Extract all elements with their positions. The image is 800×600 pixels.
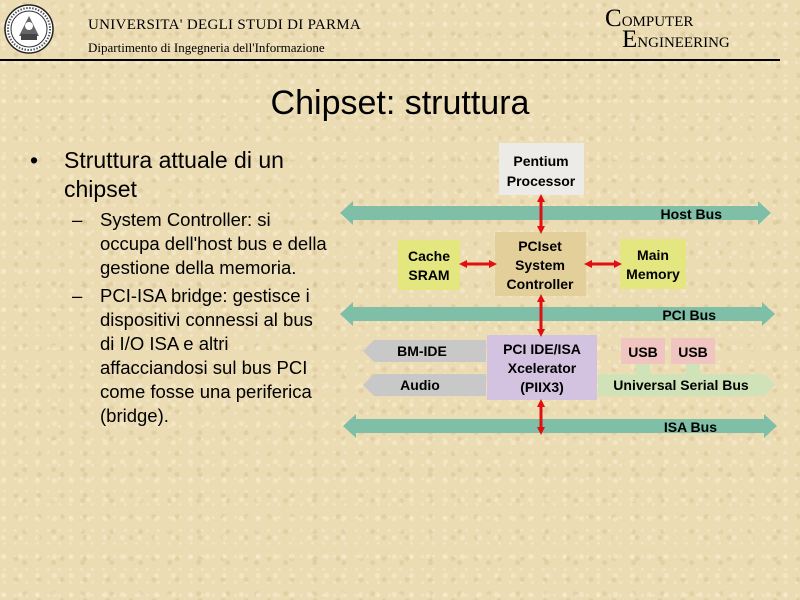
ce-rest-computer: OMPUTER (621, 14, 694, 30)
department-name: Dipartimento di Ingegneria dell'Informaz… (88, 40, 325, 55)
sub-item-pci-isa-bridge: – PCI-ISA bridge: gestisce i dispositivi… (30, 284, 330, 428)
university-name: UNIVERSITA' DEGLI STUDI DI PARMA (88, 17, 362, 33)
bullet-text: Struttura attuale di un chipset (64, 147, 284, 202)
main-memory-box (620, 239, 686, 289)
slide-title: Chipset: struttura (270, 84, 530, 122)
usb-label-2: USB (678, 344, 708, 360)
bullet-list: • Struttura attuale di un chipset – Syst… (30, 146, 330, 428)
ce-initial-e: E (622, 26, 638, 53)
pci-bus-arrow (340, 302, 775, 326)
main-memory-label-2: Memory (626, 266, 680, 282)
pentium-label-1: Pentium (513, 153, 568, 169)
usb-box-2 (671, 338, 715, 364)
usb-bus-label: Universal Serial Bus (613, 377, 749, 393)
pciset-label-3: Controller (507, 276, 574, 292)
university-seal-logo (4, 4, 54, 54)
pciset-label-2: System (515, 257, 565, 273)
usb-label-1: USB (628, 344, 658, 360)
dash-mark: – (72, 209, 83, 230)
piix-label-1: PCI IDE/ISA (503, 341, 581, 357)
piix-label-3: (PIIX3) (520, 379, 564, 395)
sub-item-text: PCI-ISA bridge: gestisce i dispositivi c… (100, 285, 313, 426)
bm-ide-arrow (363, 340, 486, 362)
cache-label-2: SRAM (408, 267, 449, 283)
computer-engineering-logo: COMPUTER ENGINEERING (605, 6, 730, 52)
pentium-box (499, 143, 584, 195)
usb-bus-arrow (598, 374, 775, 396)
pentium-label-2: Processor (507, 173, 576, 189)
ce-rest-engineering: NGINEERING (637, 35, 730, 51)
bullet-item: • Struttura attuale di un chipset (30, 146, 330, 204)
cache-label-1: Cache (408, 248, 450, 264)
pci-bus-label: PCI Bus (662, 307, 716, 323)
header-divider (0, 59, 780, 61)
dash-mark: – (72, 285, 83, 306)
audio-arrow (363, 374, 486, 396)
usb-connector-1 (636, 363, 650, 374)
pciset-label-1: PCIset (518, 238, 562, 254)
sub-item-text: System Controller: si occupa dell'host b… (100, 209, 327, 278)
pciset-box (495, 232, 586, 296)
bm-ide-label: BM-IDE (397, 343, 447, 359)
piix-label-2: Xcelerator (508, 360, 577, 376)
main-memory-label-1: Main (637, 247, 669, 263)
cache-sram-box (398, 240, 460, 290)
usb-box-1 (621, 338, 665, 364)
usb-connector-2 (686, 363, 700, 374)
isa-bus-label: ISA Bus (664, 419, 717, 435)
audio-label: Audio (400, 377, 440, 393)
piix3-box (487, 335, 597, 400)
sub-item-system-controller: – System Controller: si occupa dell'host… (30, 208, 330, 280)
ce-initial-c: C (605, 5, 622, 32)
isa-bus-arrow (343, 414, 777, 438)
bullet-dot: • (30, 147, 39, 173)
host-bus-arrow (340, 201, 771, 225)
host-bus-label: Host Bus (661, 206, 723, 222)
